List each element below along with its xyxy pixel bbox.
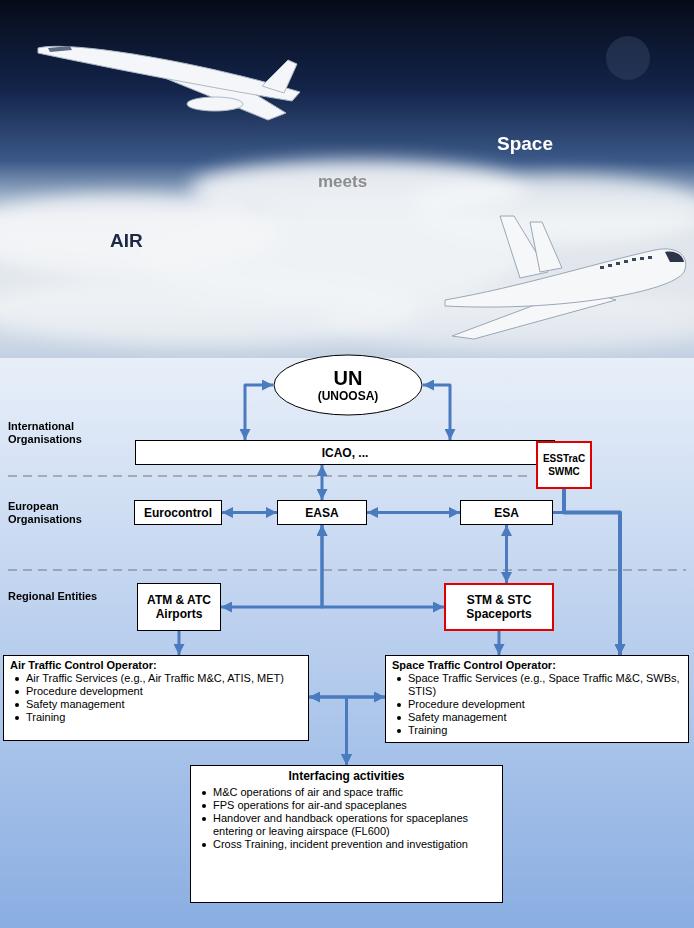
organisation-ellipse: UN(UNOOSA) (273, 354, 423, 416)
bullet-item: Handover and handback operations for spa… (197, 812, 496, 838)
organisation-box: EASA (277, 500, 367, 525)
bullet-item: Procedure development (10, 685, 302, 698)
connector-arrow (221, 525, 322, 607)
activities-box: Interfacing activitiesM&C operations of … (190, 765, 503, 903)
bullet-item: Cross Training, incident prevention and … (197, 838, 496, 851)
operator-box: Air Traffic Control Operator:Air Traffic… (3, 655, 309, 741)
bullet-item: Space Traffic Services (e.g., Space Traf… (392, 672, 682, 698)
bullet-item: Training (10, 711, 302, 724)
connector-arrow (347, 697, 386, 765)
level-label: Regional Entities (8, 590, 108, 603)
box-label: UN (334, 367, 363, 389)
box-label: STM & STC Spaceports (451, 593, 547, 621)
clouds (0, 160, 694, 350)
box-heading: Space Traffic Control Operator: (392, 659, 682, 672)
connector-arrow (564, 489, 620, 655)
bullet-item: Safety management (392, 711, 682, 724)
bullet-item: Training (392, 724, 682, 737)
connector-arrow (309, 697, 347, 765)
connector-arrow (245, 385, 273, 440)
bullet-item: Air Traffic Services (e.g., Air Traffic … (10, 672, 302, 685)
operator-box: Space Traffic Control Operator:Space Tra… (385, 655, 689, 743)
illustration-label: Space (497, 133, 617, 155)
box-label: Eurocontrol (144, 506, 212, 520)
connector-arrow (178, 631, 181, 655)
box-heading: Air Traffic Control Operator: (10, 659, 302, 672)
box-subtitle: (UNOOSA) (318, 389, 379, 403)
connector-arrow (553, 513, 620, 656)
ellipse-shape (274, 355, 422, 415)
highlight-box: ESSTraC SWMC (536, 441, 592, 489)
illustration-label: meets (318, 172, 408, 192)
organisation-box: ESA (460, 500, 553, 525)
connector-arrow (505, 525, 508, 583)
moon (606, 36, 650, 80)
box-label: ATM & ATC Airports (143, 593, 215, 621)
box-label: ESSTraC SWMC (541, 452, 587, 478)
entity-box: STM & STC Spaceports (444, 583, 554, 631)
level-label: European Organisations (8, 500, 108, 526)
level-label: International Organisations (8, 420, 108, 446)
illustration-label: AIR (110, 230, 200, 252)
box-heading: Interfacing activities (197, 769, 496, 784)
connector-arrow (321, 465, 324, 500)
organisation-box: ICAO, ... (135, 440, 555, 465)
connector-arrow (367, 511, 460, 514)
connector-arrow (222, 511, 277, 514)
diagram-ground (0, 358, 694, 928)
airliner (445, 216, 686, 339)
box-label: EASA (305, 506, 338, 520)
connector-arrow (498, 631, 501, 655)
spaceplane (38, 46, 300, 120)
connector-arrow (423, 385, 450, 440)
bullet-item: Safety management (10, 698, 302, 711)
bullet-item: M&C operations of air and space traffic (197, 786, 496, 799)
bullet-item: Procedure development (392, 698, 682, 711)
box-label: ICAO, ... (322, 446, 369, 460)
level-divider (8, 476, 686, 570)
bullet-item: FPS operations for air-and spaceplanes (197, 799, 496, 812)
box-label: ESA (494, 506, 519, 520)
connector-arrow (322, 525, 444, 607)
entity-box: ATM & ATC Airports (137, 583, 221, 631)
organisation-box: Eurocontrol (134, 500, 222, 525)
